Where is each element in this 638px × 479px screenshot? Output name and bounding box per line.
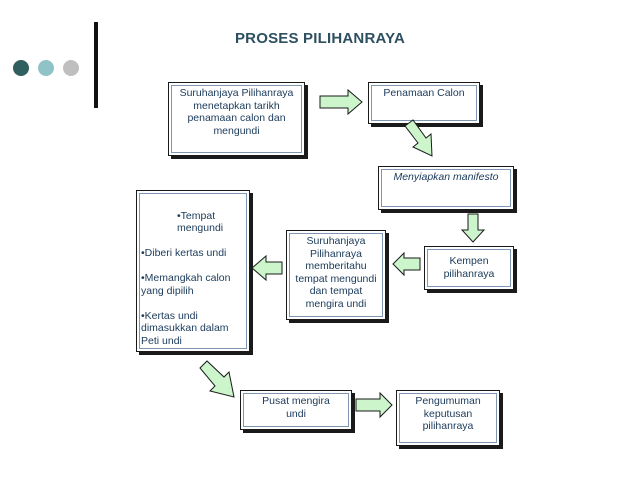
box-pusat-mengira-text: Pusat mengira undi bbox=[262, 395, 330, 420]
arrow-down-to-kempen bbox=[460, 213, 486, 243]
decor-dot-dark bbox=[13, 60, 29, 76]
list-item-kertas-undi: •Kertas undi dimasukkan dalam Peti undi bbox=[141, 309, 229, 347]
box-kempen: Kempen pilihanraya bbox=[424, 246, 514, 290]
decor-dot-mid bbox=[38, 60, 54, 76]
arrow-left-to-list bbox=[251, 254, 283, 282]
decor-dot-light bbox=[63, 60, 79, 76]
box-kempen-text: Kempen pilihanraya bbox=[443, 255, 495, 280]
list-item-memangkah: •Memangkah calon yang dipilih bbox=[141, 272, 231, 297]
box-menyiapkan-manifesto: Menyiapkan manifesto bbox=[378, 166, 514, 210]
arrow-right-to-penamaan bbox=[319, 88, 363, 116]
list-item-diberi-kertas: •Diberi kertas undi bbox=[141, 247, 227, 259]
box-menyiapkan-manifesto-text: Menyiapkan manifesto bbox=[393, 171, 499, 183]
box-suruhanjaya-tarikh-text: Suruhanjaya Pilihanraya menetapkan tarik… bbox=[179, 87, 294, 137]
arrow-diagonal-to-pusat bbox=[199, 360, 235, 398]
arrow-diagonal-to-manifesto bbox=[404, 119, 433, 157]
decor-vertical-bar bbox=[94, 22, 98, 108]
arrow-left-to-memberitahu bbox=[392, 251, 421, 277]
box-suruhanjaya-memberitahu-text: Suruhanjaya Pilihanraya memberitahu temp… bbox=[295, 235, 377, 310]
box-pengumuman-text: Pengumuman keputusan pilihanraya bbox=[415, 395, 481, 432]
box-tempat-mengundi-list: •Tempat mengundi •Diberi kertas undi •Me… bbox=[136, 190, 250, 352]
page-title: PROSES PILIHANRAYA bbox=[234, 30, 406, 47]
arrow-right-to-pengumuman bbox=[355, 391, 393, 419]
list-item-tempat-mengundi: •Tempat mengundi bbox=[177, 209, 224, 235]
box-suruhanjaya-memberitahu: Suruhanjaya Pilihanraya memberitahu temp… bbox=[286, 230, 386, 320]
box-penamaan-calon-text: Penamaan Calon bbox=[383, 87, 465, 99]
